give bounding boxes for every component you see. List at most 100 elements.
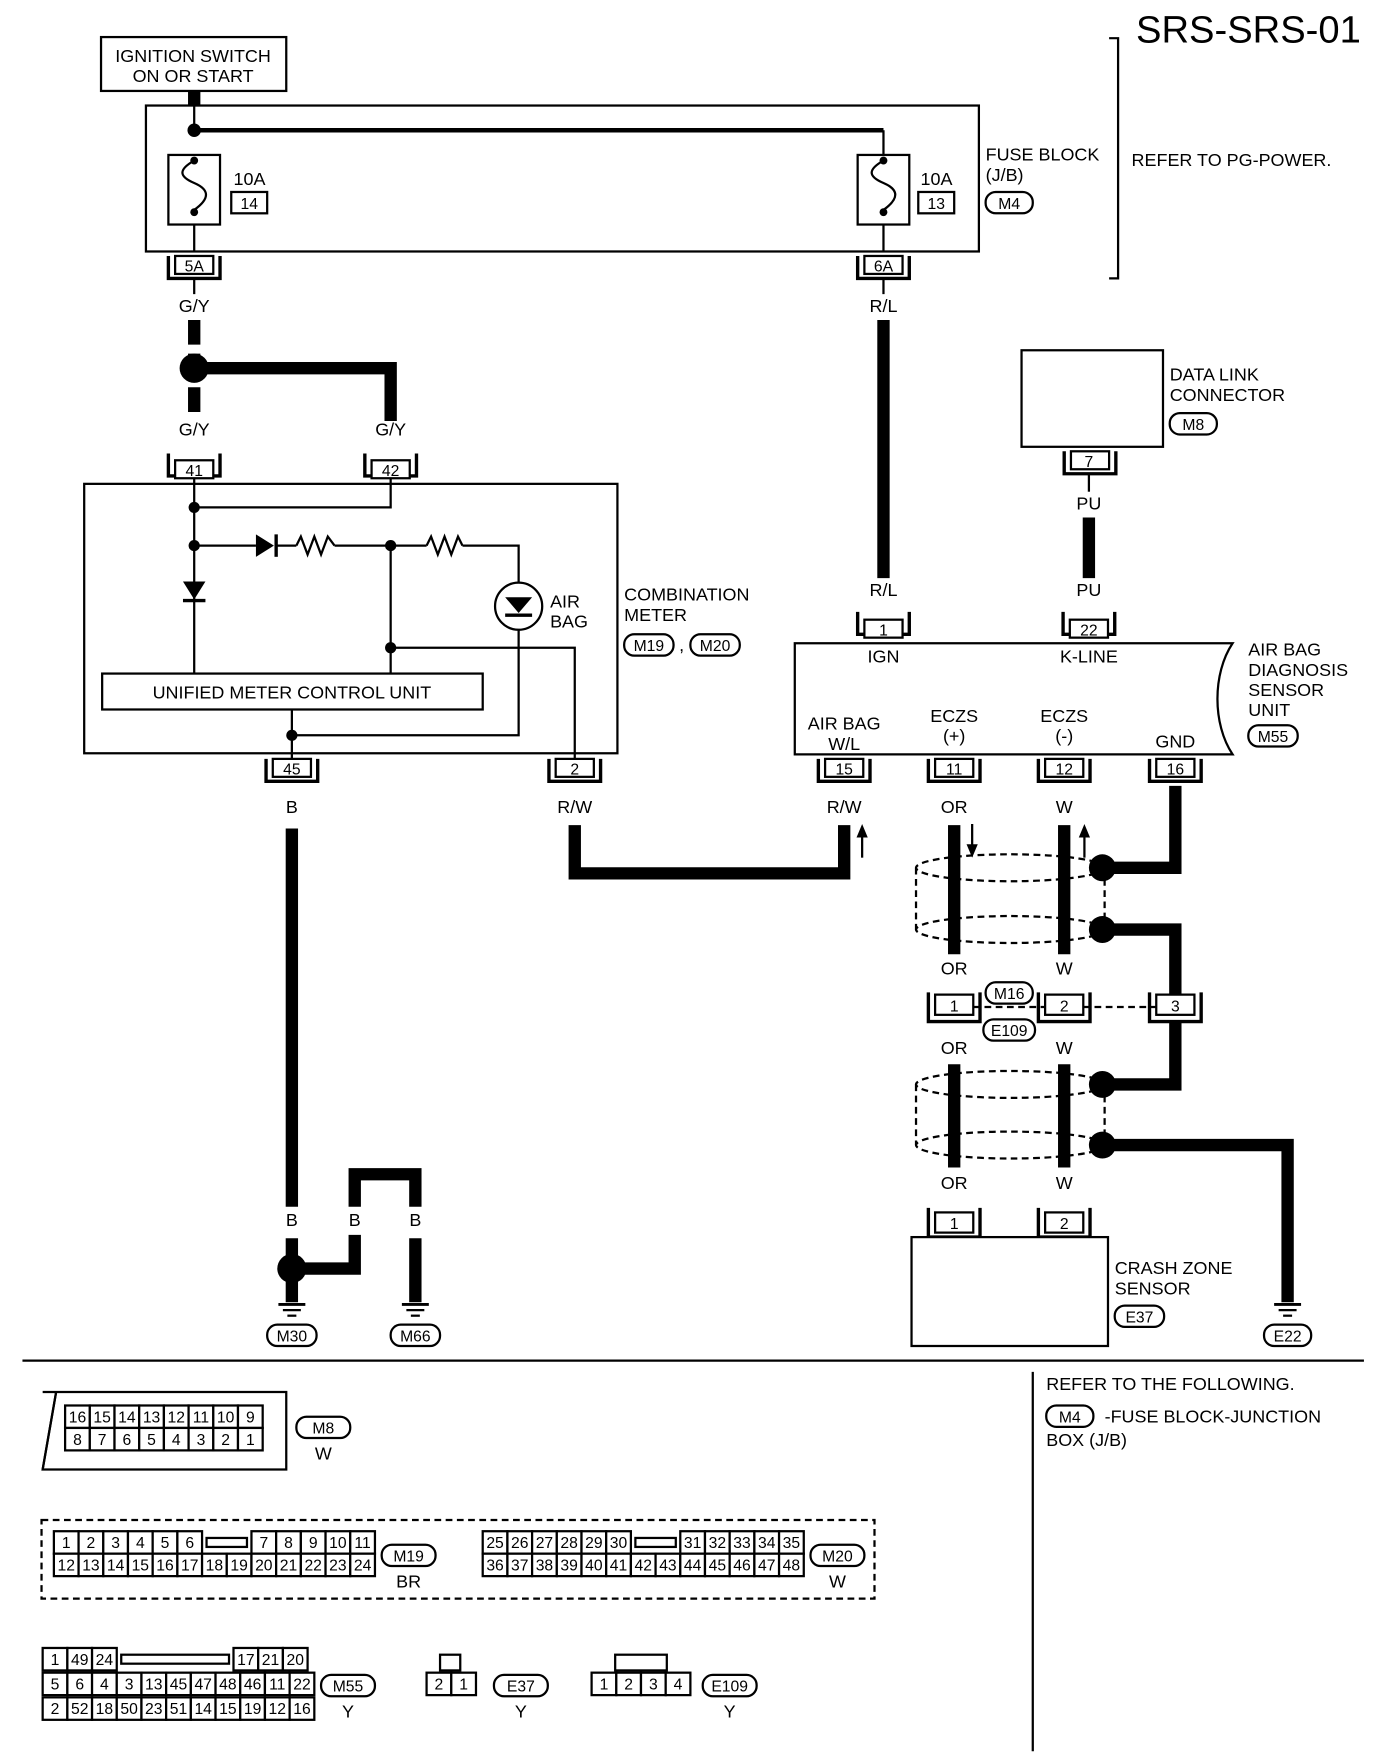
diagram-title: SRS-SRS-01 xyxy=(1136,9,1361,52)
m55-pin-1: 1 xyxy=(51,1652,60,1669)
m8-pin-5: 5 xyxy=(147,1432,156,1449)
m55-pin-48: 48 xyxy=(219,1677,237,1694)
m8-pin-9: 9 xyxy=(246,1409,255,1426)
data-link-label-1: DATA LINK xyxy=(1170,365,1259,385)
m55-pin-49: 49 xyxy=(71,1652,88,1669)
m55-pin-11: 11 xyxy=(269,1677,285,1694)
junction-conn-e109: E109 xyxy=(991,1023,1028,1040)
m8-pin-8: 8 xyxy=(73,1432,82,1449)
svg-text:41: 41 xyxy=(185,463,202,480)
junction-pin-2: 2 xyxy=(1036,992,1092,1024)
m20-pin-25: 25 xyxy=(486,1535,504,1552)
meter-connector-m19: M19 xyxy=(634,638,665,655)
fuse-block-label-1: FUSE BLOCK xyxy=(986,145,1100,165)
wire-b-ground: B B B B M30 M66 xyxy=(266,797,442,1348)
sensor-pin-eczs-minus-1: ECZS xyxy=(1040,706,1088,726)
m19-pin-20: 20 xyxy=(255,1558,273,1575)
svg-text:PU: PU xyxy=(1076,494,1101,514)
combination-meter-label-1: COMBINATION xyxy=(624,585,749,605)
m20-name: M20 xyxy=(822,1549,853,1566)
refer-text-1: -FUSE BLOCK-JUNCTION xyxy=(1105,1406,1321,1426)
fuse-block-connector: M4 xyxy=(998,196,1020,213)
m19-pin-24: 24 xyxy=(354,1558,372,1575)
m19-pin-22: 22 xyxy=(304,1558,321,1575)
svg-text:B: B xyxy=(286,1210,298,1230)
fuse-14: 10A 14 xyxy=(167,153,269,252)
wire-gy-label-41: G/Y xyxy=(179,420,210,440)
m55-pin-20: 20 xyxy=(287,1652,305,1669)
sensor-pin-eczs-minus-2: (-) xyxy=(1055,726,1073,746)
m20-color: W xyxy=(829,1571,846,1591)
ignition-switch-line1: IGNITION SWITCH xyxy=(115,46,271,66)
sensor-pin-gnd-name: GND xyxy=(1155,732,1195,752)
m55-pin-4: 4 xyxy=(100,1677,109,1694)
m19-pin-19: 19 xyxy=(230,1558,247,1575)
svg-text:1: 1 xyxy=(879,622,888,639)
meter-pin-41: 41 xyxy=(166,453,222,480)
svg-text:2: 2 xyxy=(570,762,579,779)
crash-sensor-pin-1: 1 xyxy=(926,1207,982,1239)
ignition-switch: IGNITION SWITCH ON OR START xyxy=(99,35,288,93)
meter-pin-2: 2 xyxy=(547,757,603,784)
m55-pin-24: 24 xyxy=(96,1652,114,1669)
m19-pin-10: 10 xyxy=(329,1535,347,1552)
m55-pin-21: 21 xyxy=(262,1652,279,1669)
svg-text:15: 15 xyxy=(835,762,853,779)
sensor-pin-eczs-plus-1: ECZS xyxy=(930,706,978,726)
crash-zone-sensor: 1 2 CRASH ZONE SENSOR E37 xyxy=(910,1207,1232,1348)
m20-pin-33: 33 xyxy=(733,1535,751,1552)
m55-pin-6: 6 xyxy=(75,1677,84,1694)
m20-pin-36: 36 xyxy=(486,1558,504,1575)
svg-text:2: 2 xyxy=(1060,998,1069,1015)
m55-pin-18: 18 xyxy=(96,1701,114,1718)
svg-text:5A: 5A xyxy=(185,259,205,276)
fuse-14-rating: 10A xyxy=(233,169,265,189)
svg-text:2: 2 xyxy=(1060,1216,1069,1233)
junction-pin-3: 3 xyxy=(1147,992,1203,1024)
junction-pin-1: 1 xyxy=(926,992,982,1024)
wire-gy-label-top: G/Y xyxy=(179,296,210,316)
sensor-unit-label-2: DIAGNOSIS xyxy=(1248,660,1348,680)
junction-conn-m16: M16 xyxy=(994,986,1025,1003)
m19-pin-18: 18 xyxy=(206,1558,224,1575)
fuse-block: 10A 14 10A 13 FUSE BLOCK (J/B) M4 REFER … xyxy=(144,37,1331,280)
sensor-pin-16: 16 xyxy=(1147,757,1203,784)
crash-zone-label-2: SENSOR xyxy=(1115,1278,1191,1298)
m20-pin-27: 27 xyxy=(536,1535,553,1552)
sensor-pin-11: 11 xyxy=(926,757,982,784)
svg-text:6A: 6A xyxy=(874,259,894,276)
m55-pin-46: 46 xyxy=(244,1677,262,1694)
m20-pin-26: 26 xyxy=(511,1535,529,1552)
m19-pin-17: 17 xyxy=(181,1558,198,1575)
svg-text:PU: PU xyxy=(1076,580,1101,600)
svg-text:OR: OR xyxy=(941,1038,968,1058)
refer-conn-m4: M4 xyxy=(1059,1409,1081,1426)
m55-pin-14: 14 xyxy=(194,1701,212,1718)
m20-pin-45: 45 xyxy=(709,1558,727,1575)
sensor-pin-wl-name-1: AIR BAG xyxy=(808,714,881,734)
m20-pin-31: 31 xyxy=(684,1535,701,1552)
ground-m30: M30 xyxy=(266,1303,318,1348)
fuse-13-rating: 10A xyxy=(921,169,953,189)
air-bag-lamp: AIR BAG xyxy=(493,581,588,632)
m20-pin-39: 39 xyxy=(560,1558,577,1575)
wire-rl: R/L R/L xyxy=(869,278,897,600)
m20-pin-43: 43 xyxy=(659,1558,677,1575)
m8-pin-15: 15 xyxy=(93,1409,111,1426)
m8-pin-12: 12 xyxy=(168,1409,185,1426)
m8-pin-11: 11 xyxy=(193,1409,209,1426)
sensor-pin-22: 22 xyxy=(1061,611,1117,639)
svg-text:3: 3 xyxy=(1171,998,1180,1015)
m20-pin-46: 46 xyxy=(733,1558,751,1575)
m55-pin-13: 13 xyxy=(145,1677,163,1694)
sensor-pin-wl-name-2: W/L xyxy=(828,734,860,754)
svg-text:B: B xyxy=(286,797,298,817)
sensor-unit-conn-m55: M55 xyxy=(1258,729,1289,746)
m20-pin-29: 29 xyxy=(585,1535,602,1552)
svg-text:W: W xyxy=(1056,1038,1073,1058)
terminal-6a: 6A xyxy=(855,254,911,281)
svg-text:W: W xyxy=(1056,1173,1073,1193)
m55-pin-50: 50 xyxy=(120,1701,138,1718)
sensor-pin-12: 12 xyxy=(1036,757,1092,784)
